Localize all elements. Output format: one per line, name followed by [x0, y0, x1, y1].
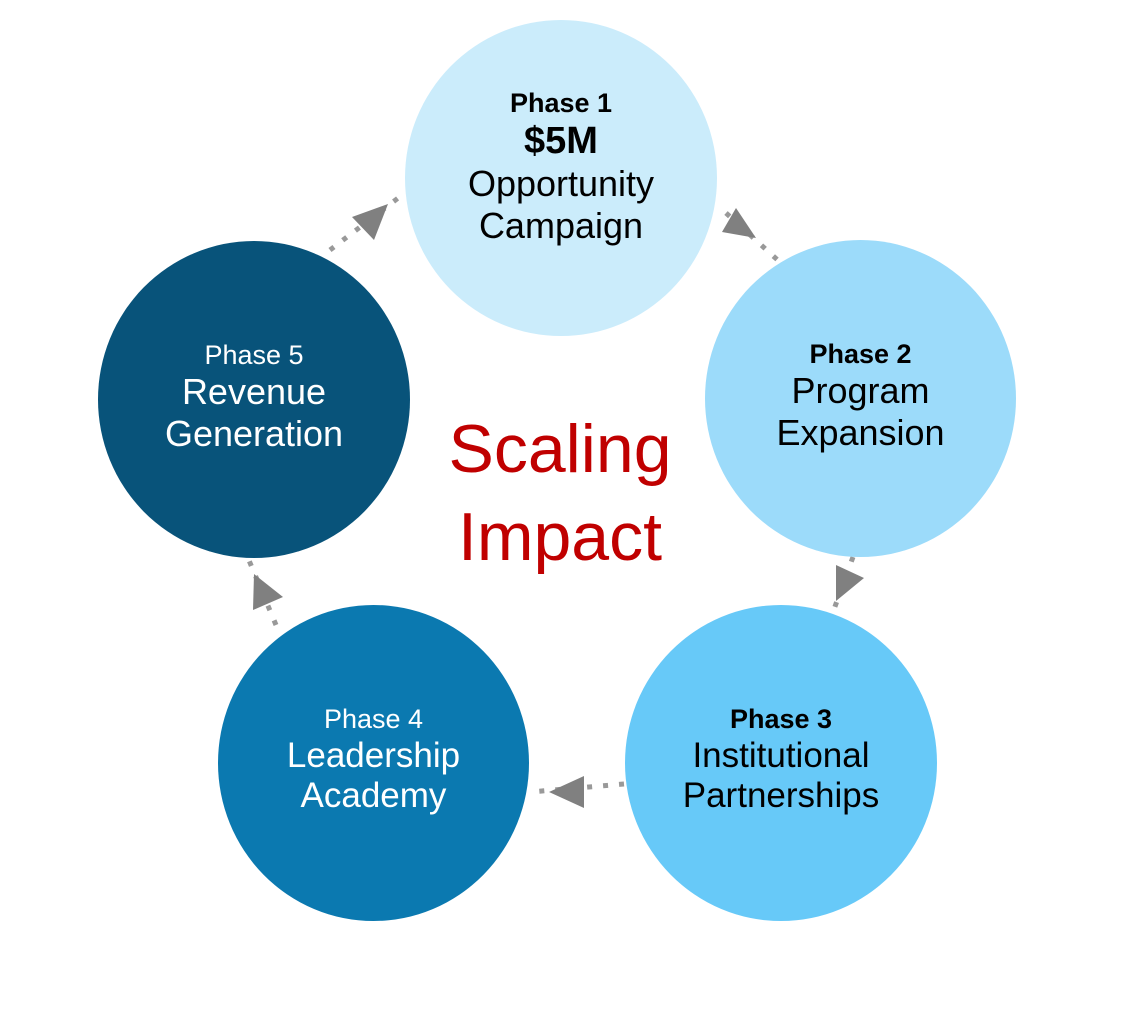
center-title: Scaling Impact [400, 405, 720, 582]
phase-name-line: Opportunity [467, 162, 655, 204]
phase-name-line: Expansion [776, 411, 945, 453]
connector-phase2-to-phase3 [830, 556, 864, 613]
phase-2-circle: Phase 2 Program Expansion [705, 240, 1016, 557]
phase-4-circle: Phase 4 Leadership Academy [218, 605, 529, 921]
connector-phase1-to-phase2 [722, 208, 784, 266]
connector-phase5-to-phase1 [328, 190, 408, 252]
phase-name-line: Academy [300, 776, 447, 816]
phase-name-line: Leadership [286, 735, 461, 775]
phase-name-line: Partnerships [682, 776, 880, 816]
phase-name-line: Program [791, 369, 930, 411]
center-title-line: Scaling [448, 411, 672, 487]
phase-name-line: Campaign [478, 204, 644, 246]
center-title-line: Impact [457, 499, 663, 576]
dotted-connector-line [830, 556, 856, 613]
phase-label: Phase 5 [204, 339, 304, 370]
phase-label: Phase 4 [323, 704, 424, 735]
arrowhead-icon [549, 776, 584, 808]
phase-name-line: Generation [164, 412, 344, 454]
arrowhead-icon [352, 204, 388, 240]
connector-phase3-to-phase4 [529, 776, 625, 808]
phase-name-line: Revenue [181, 370, 327, 412]
phase-3-circle: Phase 3 Institutional Partnerships [625, 605, 937, 921]
phase-1-circle: Phase 1 $5M Opportunity Campaign [405, 20, 717, 336]
arrowhead-icon [722, 208, 756, 238]
phase-label: Phase 3 [729, 704, 833, 735]
connector-phase4-to-phase5 [245, 557, 283, 626]
phase-amount: $5M [524, 119, 598, 162]
arrowhead-icon [253, 574, 283, 610]
phase-name-line: Institutional [692, 735, 870, 775]
arrowhead-icon [836, 565, 864, 601]
phase-5-circle: Phase 5 Revenue Generation [98, 241, 410, 558]
phase-label: Phase 1 [509, 87, 613, 118]
phase-label: Phase 2 [809, 338, 912, 369]
